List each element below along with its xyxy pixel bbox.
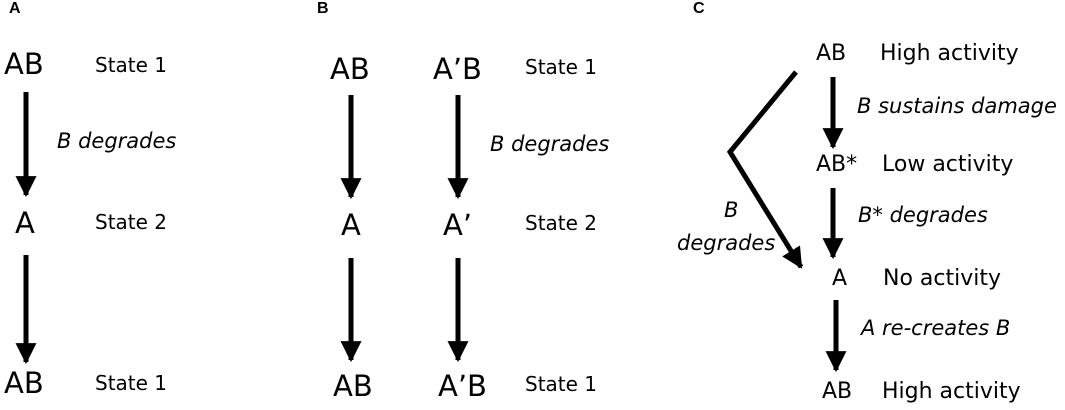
panel-b-node-top-left: AB (330, 52, 370, 86)
panel-a-node-top: AB (4, 47, 44, 81)
panel-a-state-top: State 1 (95, 53, 168, 77)
panel-b-node-bottom-right: A’B (438, 369, 487, 403)
panel-c-bypass-arrow (726, 70, 804, 269)
panel-b-node-top-right: A’B (433, 52, 482, 86)
panel-c-node-4: AB (822, 379, 853, 404)
panel-c-arrow-1-label: B sustains damage (857, 94, 1057, 118)
panel-a-node-mid: A (15, 206, 35, 240)
panel-b-node-mid-left: A (341, 208, 361, 242)
panel-a-node-bottom: AB (4, 366, 44, 400)
panel-c-arrow-3-label: A re-creates B (861, 316, 1011, 340)
panel-c-node-2: AB* (816, 152, 858, 177)
panel-a-state-mid: State 2 (95, 210, 168, 234)
panel-a-state-bottom: State 1 (95, 371, 168, 395)
panel-c-arrow-2-label: B* degrades (858, 203, 988, 227)
panel-c-letter: C (693, 0, 705, 17)
panel-c-node-1: AB (816, 41, 847, 66)
panel-b-arrow-label: B degrades (490, 132, 610, 156)
panel-c-state-3: No activity (883, 266, 1002, 291)
panel-b-state-top: State 1 (525, 55, 598, 79)
panel-b-state-bottom: State 1 (525, 372, 598, 396)
panel-a-letter: A (9, 0, 21, 17)
panel-c-state-1: High activity (880, 41, 1019, 66)
panel-c-state-2: Low activity (882, 152, 1014, 177)
panel-b-state-mid: State 2 (525, 211, 598, 235)
panel-b-node-mid-right: A’ (443, 208, 473, 242)
panel-a-arrow-label: B degrades (57, 129, 177, 153)
panel-b-node-bottom-left: AB (333, 369, 373, 403)
panel-b-letter: B (317, 0, 329, 17)
panel-c-node-3: A (832, 266, 848, 291)
panel-c-side-label-line-2: degrades (677, 231, 776, 255)
panel-c-side-label-line-1: B (724, 198, 739, 222)
panel-c-state-4: High activity (882, 379, 1021, 404)
